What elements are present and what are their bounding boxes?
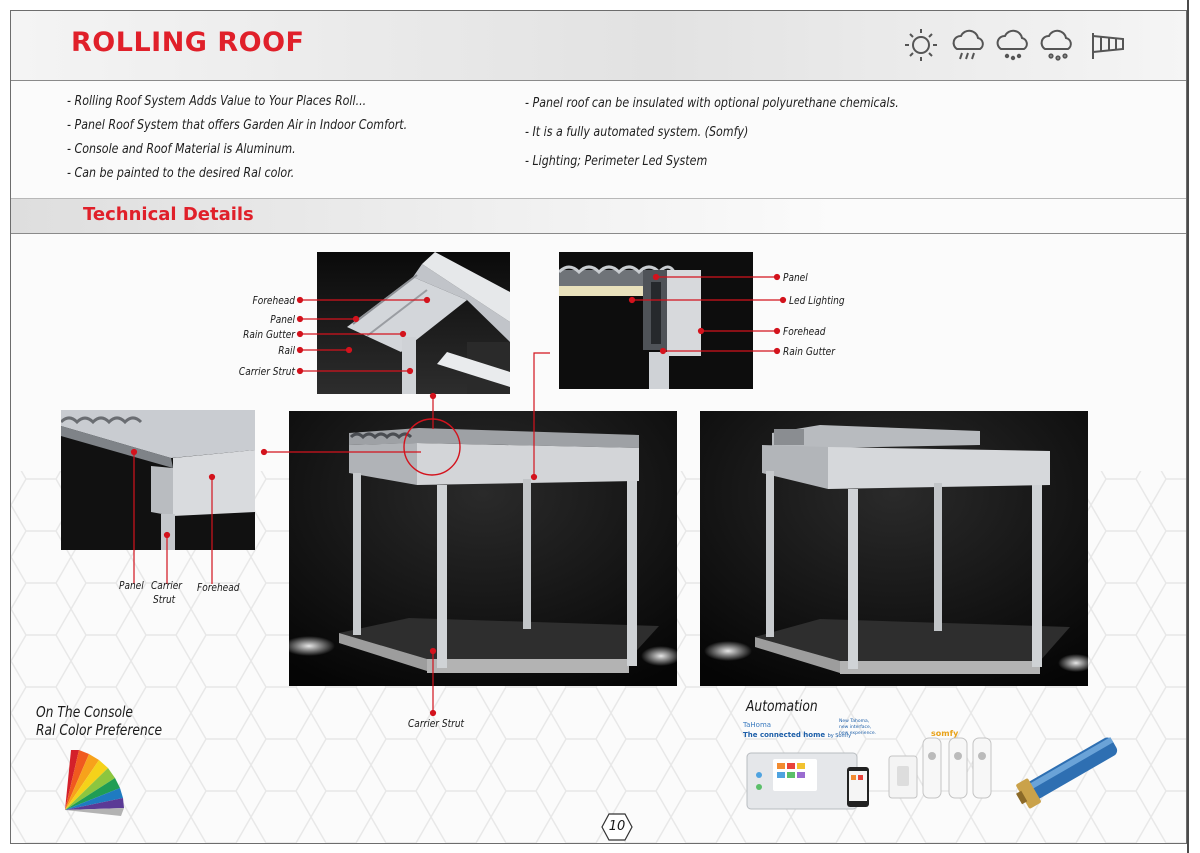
label-forehead: Forehead bbox=[197, 581, 240, 594]
label-carrier-strut: Carrier Strut bbox=[238, 365, 295, 378]
detail-render-section bbox=[559, 252, 753, 389]
label-panel: Panel bbox=[270, 313, 295, 326]
tahoma-new: New Tahoma, new interface, new experienc… bbox=[839, 719, 876, 737]
tahoma-new-line: New Tahoma, bbox=[839, 719, 870, 724]
feature-item: - Panel Roof System that offers Garden A… bbox=[67, 117, 408, 133]
feature-item: - Panel roof can be insulated with optio… bbox=[525, 95, 899, 111]
feature-item: - It is a fully automated system. (Somfy… bbox=[525, 124, 749, 140]
rain-icon bbox=[952, 29, 984, 60]
label-panel: Panel bbox=[783, 271, 808, 284]
label-led-lighting: Led Lighting bbox=[789, 294, 845, 307]
snow-icon bbox=[996, 29, 1028, 61]
console-subtitle: Ral Color Preference bbox=[36, 721, 163, 739]
label-rain-gutter: Rain Gutter bbox=[243, 328, 295, 341]
somfy-logo: somfy bbox=[931, 729, 959, 738]
main-render-pergola-closed bbox=[700, 411, 1088, 686]
ral-color-fan-icon bbox=[65, 750, 124, 816]
label-forehead: Forehead bbox=[252, 294, 295, 307]
page-edge bbox=[1187, 0, 1200, 853]
page-title: ROLLING ROOF bbox=[71, 27, 305, 58]
tahoma-brand: TaHoma bbox=[743, 721, 772, 729]
tahoma-tagline-text: The connected home bbox=[743, 731, 826, 739]
somfy-remotes-icon bbox=[888, 737, 992, 799]
feature-item: - Can be painted to the desired Ral colo… bbox=[67, 165, 295, 181]
tahoma-card: TaHoma The connected home by Somfy New T… bbox=[739, 719, 909, 819]
feature-item: - Lighting; Perimeter Led System bbox=[525, 153, 708, 169]
label-forehead: Forehead bbox=[783, 325, 826, 338]
section-band bbox=[11, 198, 1186, 234]
label-rain-gutter: Rain Gutter bbox=[783, 345, 835, 358]
automation-title: Automation bbox=[746, 697, 818, 715]
label-carrier: Carrier bbox=[151, 579, 183, 592]
label-panel: Panel bbox=[119, 579, 144, 592]
tubular-motor-icon bbox=[1016, 737, 1118, 809]
header-band bbox=[11, 11, 1186, 81]
feature-item: - Rolling Roof System Adds Value to Your… bbox=[67, 93, 367, 109]
label-strut: Strut bbox=[153, 593, 176, 606]
tahoma-tagline: The connected home by Somfy bbox=[743, 731, 851, 739]
page-number: 10 bbox=[608, 819, 626, 834]
features-left: - Rolling Roof System Adds Value to Your… bbox=[67, 89, 407, 185]
section-title: Technical Details bbox=[83, 204, 254, 225]
sun-icon bbox=[905, 29, 937, 61]
page-frame: ROLLING ROOF - Rolling Roof Sys bbox=[10, 10, 1187, 844]
tahoma-new-line: new experience. bbox=[839, 731, 877, 736]
detail-render-top bbox=[317, 252, 510, 394]
feature-item: - Console and Roof Material is Aluminum. bbox=[67, 141, 296, 157]
tahoma-by: by Somfy bbox=[827, 733, 852, 739]
tahoma-devices-icon bbox=[746, 752, 869, 810]
hail-icon bbox=[1040, 29, 1072, 61]
label-rail: Rail bbox=[278, 344, 295, 357]
label-carrier-strut-main: Carrier Strut bbox=[408, 717, 465, 730]
console-title: On The Console bbox=[36, 703, 134, 721]
tahoma-new-line: new interface, bbox=[839, 725, 872, 730]
weather-icons bbox=[905, 29, 1124, 61]
features-right: - Panel roof can be insulated with optio… bbox=[525, 89, 899, 176]
main-render-pergola bbox=[289, 411, 677, 686]
detail-render-left bbox=[61, 410, 255, 550]
wind-icon bbox=[1092, 33, 1124, 59]
page-number-badge bbox=[601, 813, 633, 841]
